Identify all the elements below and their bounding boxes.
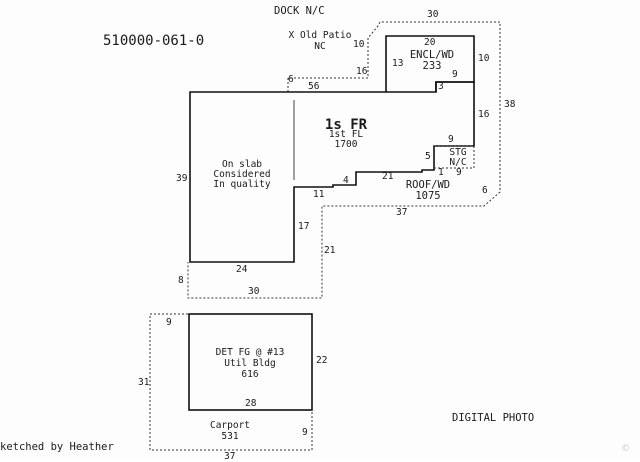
dim-dash-21: 21: [324, 245, 336, 256]
dim-carport-bottom: 37: [224, 451, 236, 462]
dim-step-3: 3: [438, 81, 444, 92]
dim-step-5: 5: [425, 151, 431, 162]
dim-roof-bottom: 37: [396, 207, 408, 218]
dim-main-bottom: 24: [236, 264, 248, 275]
parcel-number: 510000-061-0: [103, 33, 205, 49]
dim-patio-left: 10: [353, 39, 365, 50]
on-slab-note: On slab Considered In quality: [213, 159, 271, 190]
dock-note: DOCK N/C: [274, 5, 325, 17]
storage-label: STG N/C: [449, 147, 467, 168]
dim-dash-bottom: 30: [248, 286, 260, 297]
dim-patio-mid: 16: [356, 66, 368, 77]
digital-photo-note: DIGITAL PHOTO: [452, 412, 535, 424]
dim-det-left: 31: [138, 377, 150, 388]
watermark-icon: ©: [621, 444, 630, 454]
main-floor-label: 1st FL 1700: [328, 129, 364, 150]
detached-building-outline: [188, 313, 313, 411]
enclosed-wood-label: ENCL/WD 233: [409, 49, 455, 72]
dim-main-right: 16: [478, 109, 490, 120]
dim-stg-top: 9: [448, 134, 454, 145]
patio-dotted-outline: [187, 21, 501, 299]
carport-label: Carport 531: [209, 420, 251, 442]
dim-patio-step: 6: [288, 74, 294, 85]
dim-encl-top: 20: [424, 37, 436, 48]
dim-step-21: 21: [382, 171, 394, 182]
dim-step-11: 11: [313, 189, 325, 200]
dim-step-4: 4: [343, 175, 349, 186]
dim-det-top-left: 9: [166, 317, 172, 328]
old-patio-label: X Old Patio NC: [288, 30, 352, 52]
main-floor-title: 1s FR: [324, 117, 368, 133]
dim-main-top: 56: [308, 81, 320, 92]
dim-encl-bottom: 9: [452, 69, 458, 80]
dim-det-right: 22: [316, 355, 328, 366]
dim-dash-left: 8: [178, 275, 184, 286]
dim-stg-bottom: 9: [456, 167, 462, 178]
dim-main-left: 39: [176, 173, 188, 184]
dim-patio-top: 30: [427, 9, 439, 20]
dim-step-1: 1: [438, 167, 444, 178]
roof-wood-label: ROOF/WD 1075: [405, 179, 451, 202]
dim-det-bottom: 28: [245, 398, 257, 409]
dim-roof-right: 38: [504, 99, 516, 110]
storage-outline: [434, 145, 475, 169]
dim-carport-right: 9: [302, 427, 308, 438]
detached-building-label: DET FG @ #13 Util Bldg 616: [215, 347, 285, 380]
dim-roof-corner: 6: [482, 185, 488, 196]
sketched-by-note: ketched by Heather: [0, 441, 114, 453]
dim-step-17: 17: [298, 221, 310, 232]
dim-encl-right: 10: [478, 53, 490, 64]
main-floor-outline: [189, 81, 475, 263]
dim-encl-left: 13: [392, 58, 404, 69]
